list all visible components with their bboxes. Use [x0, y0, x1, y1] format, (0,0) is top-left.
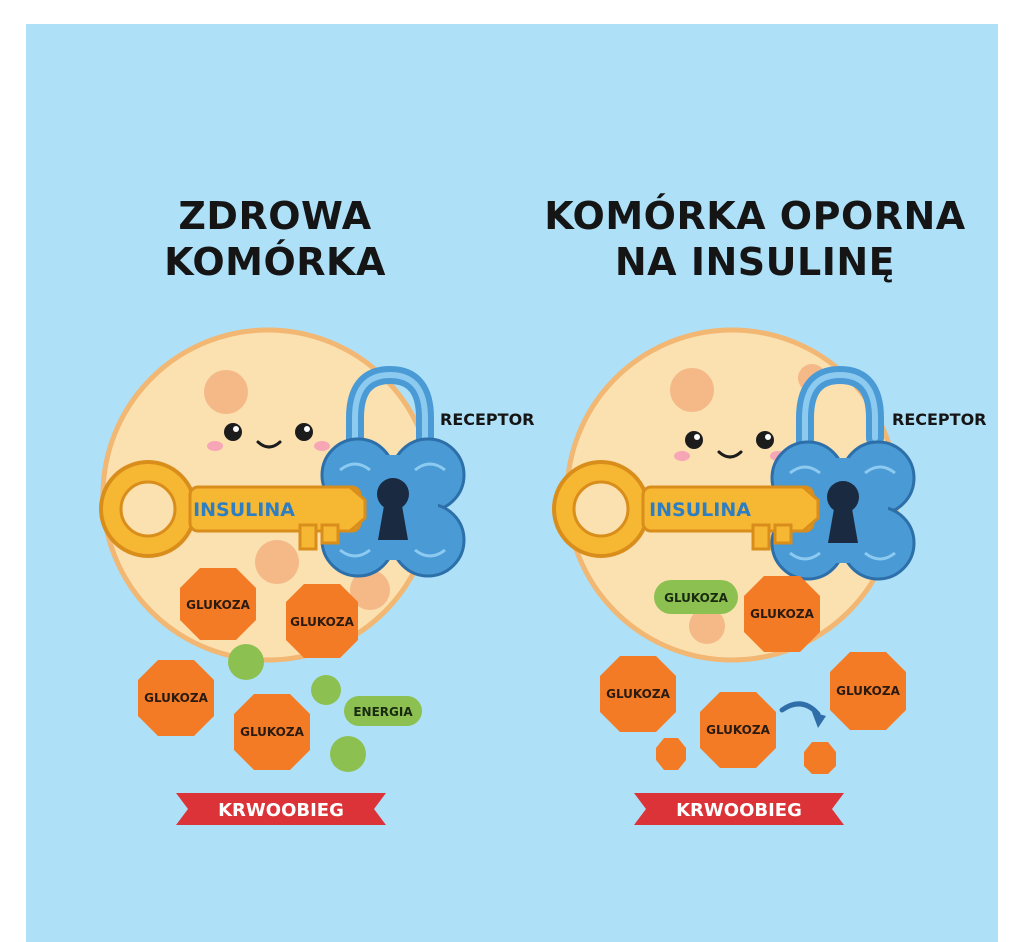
cell-spot: [350, 570, 390, 610]
insulin-key: [552, 460, 820, 558]
energy-label: ENERGIA: [353, 705, 413, 719]
blocked-arrow-icon: [779, 701, 826, 728]
insulin-key: [99, 460, 367, 558]
glucose-molecule: [180, 568, 256, 640]
glucose-molecule: [600, 656, 676, 732]
title-healthy-cell: ZDROWA KOMÓRKA: [110, 193, 440, 285]
cell-face: [207, 423, 330, 451]
glucose-pill-label: GLUKOZA: [664, 591, 728, 605]
title-line: ZDROWA: [178, 194, 372, 238]
title-line: NA INSULINĘ: [614, 240, 896, 284]
energy-particle: [330, 736, 366, 772]
glucose-molecule: [700, 692, 776, 768]
glucose-label: GLUKOZA: [186, 598, 250, 612]
title-resistant-cell: KOMÓRKA OPORNA NA INSULINĘ: [520, 193, 990, 285]
title-line: KOMÓRKA OPORNA: [544, 194, 966, 238]
glucose-label: GLUKOZA: [290, 615, 354, 629]
glucose-molecule: [286, 584, 358, 658]
glucose-pill: [654, 580, 738, 614]
glucose-molecule: [830, 652, 906, 730]
cell-spot: [204, 370, 248, 414]
cell-spot: [689, 608, 725, 644]
cell-face: [674, 431, 786, 461]
insulin-label: INSULINA: [649, 499, 751, 521]
glucose-molecule: [744, 576, 820, 652]
glucose-label: GLUKOZA: [144, 691, 208, 705]
glucose-label: GLUKOZA: [606, 687, 670, 701]
bloodstream-banner: [634, 793, 844, 825]
cell-spot: [670, 368, 714, 412]
glucose-fragment: [656, 738, 686, 770]
energy-particle: [228, 644, 264, 680]
glucose-label: GLUKOZA: [240, 725, 304, 739]
receptor-label: RECEPTOR: [440, 410, 534, 429]
bloodstream-label: KRWOOBIEG: [676, 800, 802, 821]
energy-particle: [311, 675, 341, 705]
glucose-molecule: [138, 660, 214, 736]
receptor-label: RECEPTOR: [892, 410, 986, 429]
bloodstream-banner: [176, 793, 386, 825]
title-line: KOMÓRKA: [164, 240, 386, 284]
glucose-label: GLUKOZA: [750, 607, 814, 621]
glucose-molecule: [234, 694, 310, 770]
insulin-label: INSULINA: [193, 499, 295, 521]
glucose-fragment: [804, 742, 836, 774]
glucose-label: GLUKOZA: [836, 684, 900, 698]
healthy-cell-group: INSULINA RECEPTOR GLUKOZA GLUKOZA GLUKOZ…: [99, 327, 534, 825]
cell-spot: [255, 540, 299, 584]
energy-badge: [344, 696, 422, 726]
bloodstream-label: KRWOOBIEG: [218, 800, 344, 821]
receptor-lock: [320, 437, 466, 578]
glucose-label: GLUKOZA: [706, 723, 770, 737]
resistant-cell-group: INSULINA RECEPTOR GLUKOZA GLUKOZA GLUKOZ…: [552, 327, 986, 825]
